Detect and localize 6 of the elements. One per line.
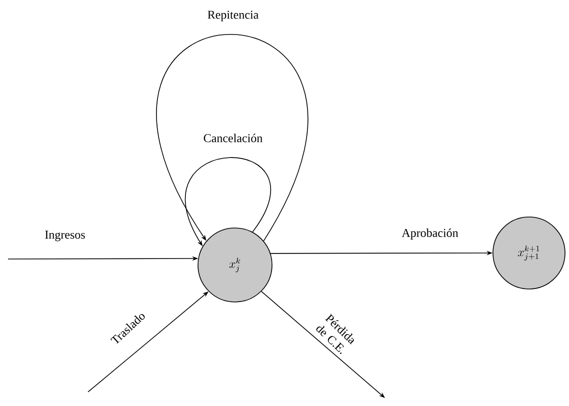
edge-label: Aprobación — [402, 228, 458, 240]
edge-label: Repitencia — [208, 10, 258, 22]
edge-label: Ingresos — [45, 230, 85, 242]
loop-arrow — [156, 34, 308, 242]
edge-label: Cancelación — [204, 134, 262, 142]
arrow — [261, 291, 385, 398]
